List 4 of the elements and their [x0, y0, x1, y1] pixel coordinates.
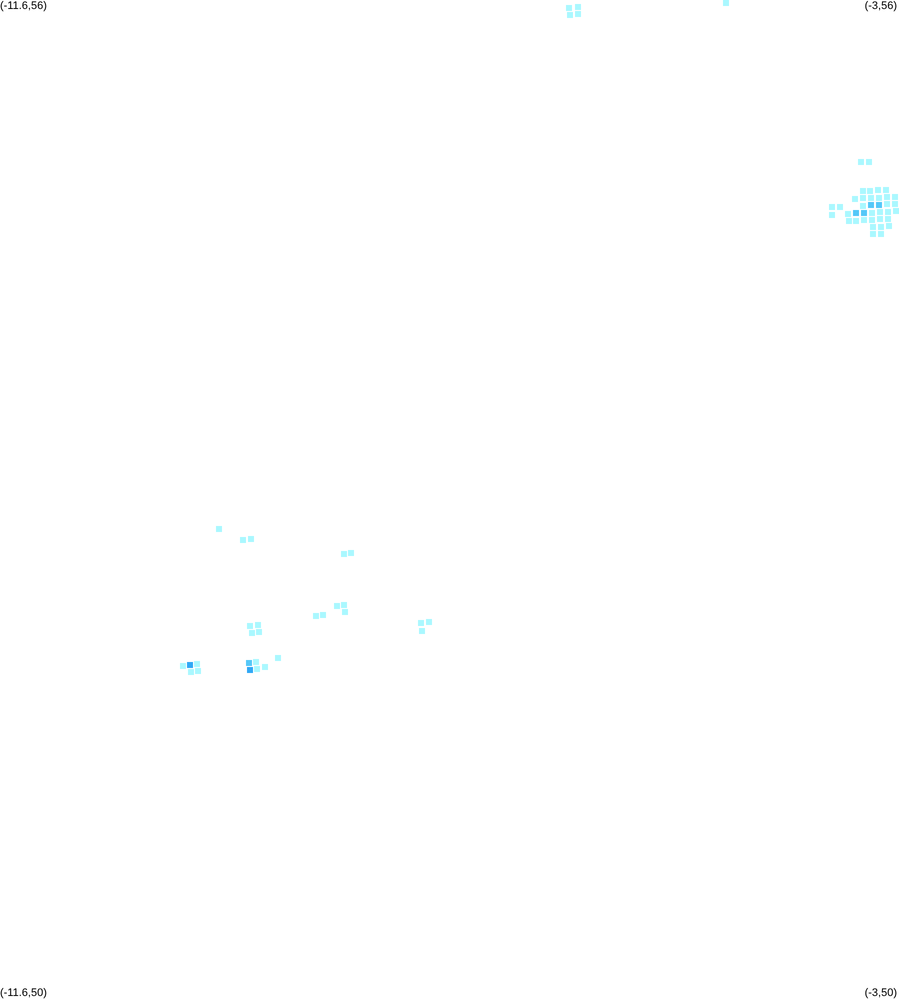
coordinate-label: (-3,56) — [864, 0, 897, 12]
coordinate-label: (-11.6,50) — [0, 987, 47, 999]
coordinate-label: (-3,50) — [864, 987, 897, 999]
coordinate-label: (-11.6,56) — [0, 0, 47, 12]
